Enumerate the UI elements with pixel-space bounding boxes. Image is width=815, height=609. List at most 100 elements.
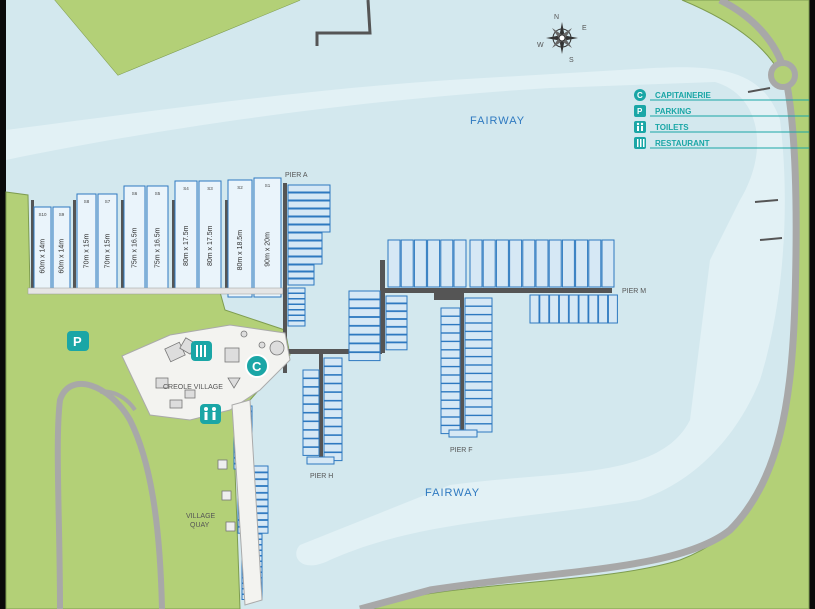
berth[interactable] [440, 416, 461, 426]
berth[interactable] [287, 200, 331, 209]
berth[interactable] [287, 256, 323, 265]
berth[interactable] [464, 398, 493, 408]
berth[interactable] [287, 315, 306, 321]
berth[interactable] [482, 239, 496, 288]
berth[interactable] [287, 192, 331, 201]
berth[interactable] [287, 232, 323, 241]
berth[interactable] [440, 374, 461, 384]
berth[interactable] [287, 320, 306, 327]
berth[interactable] [464, 356, 493, 366]
berth[interactable] [464, 423, 493, 433]
berth[interactable] [453, 239, 467, 288]
berth[interactable] [440, 307, 461, 317]
berth[interactable] [302, 386, 320, 396]
berth[interactable] [464, 339, 493, 349]
berth[interactable] [588, 239, 602, 288]
berth[interactable] [302, 369, 320, 379]
berth[interactable] [287, 278, 315, 286]
berth[interactable] [323, 426, 343, 436]
berth[interactable] [440, 332, 461, 342]
berth[interactable] [323, 434, 343, 444]
berth[interactable] [440, 408, 461, 418]
berth[interactable] [302, 446, 320, 456]
berth[interactable] [588, 294, 599, 324]
berth[interactable] [522, 239, 536, 288]
berth[interactable] [287, 208, 331, 217]
berth[interactable] [323, 383, 343, 393]
berth[interactable] [287, 309, 306, 316]
berth[interactable] [385, 311, 408, 320]
berth[interactable] [287, 287, 306, 294]
berth[interactable] [302, 429, 320, 439]
berth[interactable] [385, 326, 408, 335]
berth[interactable] [287, 216, 331, 225]
berth[interactable] [385, 295, 408, 304]
berth[interactable] [440, 357, 461, 367]
berth[interactable] [464, 322, 493, 332]
berth[interactable] [464, 373, 493, 383]
berth[interactable] [535, 239, 549, 288]
berth[interactable] [323, 357, 343, 367]
berth[interactable] [607, 294, 618, 324]
berth[interactable] [464, 415, 493, 425]
berth[interactable] [440, 383, 461, 393]
berth[interactable] [385, 303, 408, 312]
berth[interactable] [549, 294, 560, 324]
berth[interactable] [440, 315, 461, 325]
berth[interactable] [561, 239, 575, 288]
large-berth[interactable] [253, 177, 282, 298]
berth[interactable] [464, 305, 493, 315]
berth[interactable] [348, 343, 381, 353]
berth[interactable] [323, 409, 343, 419]
berth[interactable] [440, 349, 461, 359]
berth[interactable] [306, 456, 335, 465]
berth[interactable] [348, 290, 381, 300]
berth[interactable] [575, 239, 589, 288]
berth[interactable] [464, 331, 493, 341]
berth[interactable] [287, 271, 315, 279]
berth[interactable] [464, 364, 493, 374]
berth[interactable] [348, 325, 381, 335]
berth[interactable] [302, 438, 320, 448]
berth[interactable] [464, 381, 493, 391]
berth[interactable] [558, 294, 569, 324]
berth[interactable] [287, 293, 306, 299]
berth[interactable] [464, 297, 493, 307]
berth[interactable] [385, 334, 408, 343]
berth[interactable] [568, 294, 579, 324]
berth[interactable] [464, 347, 493, 357]
berth[interactable] [385, 342, 408, 351]
berth[interactable] [413, 239, 427, 288]
berth[interactable] [598, 294, 609, 324]
berth[interactable] [440, 239, 454, 288]
berth[interactable] [464, 406, 493, 416]
berth[interactable] [323, 391, 343, 401]
berth[interactable] [578, 294, 589, 324]
berth[interactable] [529, 294, 540, 324]
berth[interactable] [302, 412, 320, 422]
berth[interactable] [302, 378, 320, 388]
berth[interactable] [287, 224, 331, 233]
berth[interactable] [601, 239, 615, 288]
berth[interactable] [440, 391, 461, 401]
berth[interactable] [464, 314, 493, 324]
berth[interactable] [440, 399, 461, 409]
berth[interactable] [464, 389, 493, 399]
berth[interactable] [348, 334, 381, 344]
berth[interactable] [287, 264, 315, 272]
berth[interactable] [287, 184, 331, 193]
berth[interactable] [302, 403, 320, 413]
berth[interactable] [448, 429, 478, 438]
berth[interactable] [400, 239, 414, 288]
berth[interactable] [287, 298, 306, 305]
berth[interactable] [348, 316, 381, 326]
berth[interactable] [287, 304, 306, 310]
berth[interactable] [548, 239, 562, 288]
berth[interactable] [509, 239, 523, 288]
berth[interactable] [495, 239, 509, 288]
berth[interactable] [323, 443, 343, 453]
berth[interactable] [287, 240, 323, 249]
berth[interactable] [440, 341, 461, 351]
large-berth[interactable] [227, 179, 253, 298]
berth[interactable] [323, 374, 343, 384]
